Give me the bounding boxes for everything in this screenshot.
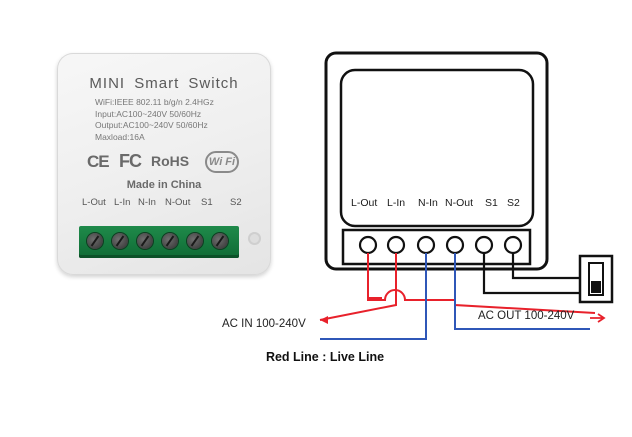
ac-in-label: AC IN 100-240V	[222, 318, 306, 330]
screw-icon	[187, 233, 203, 249]
spec-maxload: Maxload:16A	[95, 131, 145, 142]
screw-icon	[137, 233, 153, 249]
device-photo: MINI Smart Switch WiFi:IEEE 802.11 b/g/n…	[57, 53, 271, 275]
device-specs: WiFi:IEEE 802.11 b/g/n 2.4HGz Input:AC10…	[95, 97, 214, 143]
wifi-logo-icon: Wi Fi	[205, 151, 239, 173]
s2-wire	[511, 253, 580, 280]
device-label-l-in: L-In	[114, 197, 131, 208]
terminal-l-in-icon	[386, 235, 406, 255]
device-label-n-out: N-Out	[165, 197, 191, 208]
neutral-in-wire	[320, 253, 427, 340]
terminal-s2-icon	[503, 235, 523, 255]
diagram-label-l-out: L-Out	[351, 197, 378, 209]
live-out-wire	[367, 253, 596, 314]
terminals	[358, 235, 523, 255]
live-wires	[319, 253, 596, 321]
rohs-mark-icon: RoHS	[151, 153, 190, 169]
mounting-hole-icon	[248, 232, 261, 245]
device-title: MINI Smart Switch	[89, 75, 239, 92]
ac-out-label: AC OUT 100-240V	[478, 310, 575, 322]
screw-icon	[162, 233, 178, 249]
legend-live-line: Red Line : Live Line	[265, 350, 385, 364]
made-in-label: Made in China	[126, 179, 202, 191]
screw-icon	[212, 233, 228, 249]
live-out-arrow-icon	[590, 313, 606, 323]
diagram-label-l-in: L-In	[387, 197, 406, 209]
device-label-s1: S1	[201, 197, 213, 208]
spec-input: Input:AC100~240V 50/60Hz	[95, 108, 202, 119]
screw-icon	[112, 233, 128, 249]
wall-switch-icon	[578, 254, 614, 304]
spec-wifi: WiFi:IEEE 802.11 b/g/n 2.4HGz	[95, 97, 214, 107]
terminal-block	[79, 226, 239, 258]
terminal-n-out-icon	[445, 235, 465, 255]
terminal-l-out-icon	[358, 235, 378, 255]
terminal-n-in-icon	[416, 235, 436, 255]
screw-icon	[87, 233, 103, 249]
live-in-wire	[319, 253, 397, 321]
diagram-label-n-out: N-Out	[445, 197, 474, 209]
device-label-l-out: L-Out	[82, 197, 106, 208]
s1-wire	[482, 253, 580, 295]
neutral-out-wire	[454, 253, 590, 330]
device-terminal-labels: L-Out L-In N-In N-Out S1 S2	[77, 197, 257, 209]
live-in-arrow-icon	[320, 316, 328, 324]
switch-wires	[482, 253, 580, 295]
fc-mark-icon: FC	[119, 151, 142, 171]
spec-output: Output:AC100~240V 50/60Hz	[95, 120, 208, 130]
diagram-label-s1: S1	[485, 197, 498, 209]
device-label-s2: S2	[230, 197, 242, 208]
terminal-s1-icon	[474, 235, 494, 255]
diagram-label-n-in: N-In	[418, 197, 438, 209]
module-inner-panel	[339, 68, 535, 228]
certification-marks: CE FC RoHS Wi Fi	[87, 151, 247, 175]
ce-mark-icon: CE	[87, 152, 110, 171]
diagram-label-s2: S2	[507, 197, 520, 209]
device-label-n-in: N-In	[138, 197, 156, 208]
neutral-wires	[320, 253, 590, 340]
